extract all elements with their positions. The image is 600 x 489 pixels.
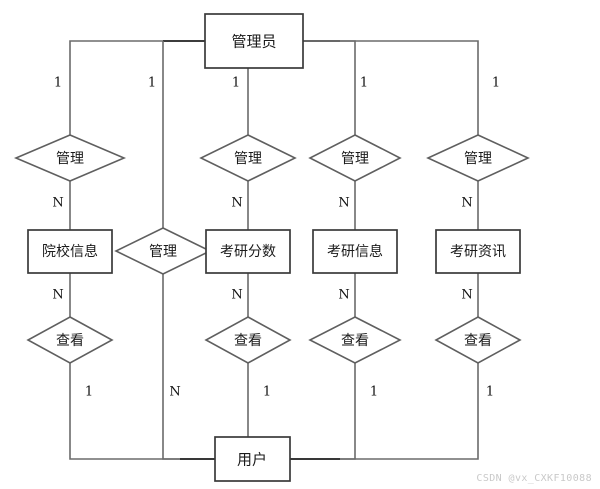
relationship-view-3-diamond — [308, 316, 402, 364]
relationship-view-4-label: 查看 — [464, 333, 492, 349]
entity-admin-label: 管理员 — [231, 33, 276, 51]
connector-view3-to-user — [290, 363, 356, 460]
relationship-view-4[interactable]: 查看 — [434, 316, 522, 364]
connector-group-entity-view — [69, 273, 479, 317]
entity-user-box — [214, 436, 291, 482]
cardinality-entity-view-1: N — [52, 288, 63, 303]
cardinality-admin-4: 1 — [360, 76, 368, 91]
cardinality-admin-3: 1 — [232, 76, 240, 91]
connector-manage-mid-to-user — [162, 273, 215, 460]
cardinality-manage-entity-4: N — [461, 196, 472, 211]
entity-record-2-box — [205, 229, 291, 274]
entity-record-4-box — [435, 229, 521, 274]
entity-record-1-box — [27, 229, 113, 274]
relationship-manage-4[interactable]: 管理 — [426, 134, 530, 182]
cardinality-entity-view-2: N — [231, 288, 242, 303]
cardinality-entity-view-4: N — [461, 288, 472, 303]
relationship-view-3-label: 查看 — [341, 333, 369, 349]
relationship-view-1-label: 查看 — [56, 333, 84, 349]
cardinality-admin-1: 1 — [54, 76, 62, 91]
relationship-view-2[interactable]: 查看 — [204, 316, 292, 364]
entity-record-4[interactable]: 考研资讯 — [435, 229, 521, 274]
cardinality-admin-5: 1 — [492, 76, 500, 91]
relationship-view-4-diamond — [434, 316, 522, 364]
entity-record-1-label: 院校信息 — [42, 243, 98, 260]
relationship-manage-2-diamond — [199, 134, 297, 182]
relationship-view-3[interactable]: 查看 — [308, 316, 402, 364]
relationship-manage-mid-diamond — [114, 227, 212, 275]
relationship-manage-mid[interactable]: 管理 — [114, 227, 212, 275]
entity-record-3[interactable]: 考研信息 — [312, 229, 398, 274]
connector-view4-to-user — [290, 363, 479, 460]
relationship-view-1-diamond — [26, 316, 114, 364]
relationship-manage-3-label: 管理 — [341, 151, 369, 167]
cardinality-view-user-4: 1 — [486, 385, 494, 400]
cardinality-group-admin: 1 1 1 1 1 — [54, 76, 500, 91]
entity-record-4-label: 考研资讯 — [450, 244, 506, 260]
relationship-manage-1-diamond — [13, 134, 127, 182]
entity-record-2[interactable]: 考研分数 — [205, 229, 291, 274]
relationship-manage-1-label: 管理 — [56, 151, 84, 167]
cardinality-group-entity-view: N N N N — [52, 288, 472, 303]
cardinality-view-user-2: 1 — [263, 385, 271, 400]
cardinality-manage-entity-1: N — [52, 196, 63, 211]
entity-admin-box — [204, 13, 304, 69]
relationship-manage-mid-label: 管理 — [149, 244, 177, 260]
entity-record-2-label: 考研分数 — [220, 244, 276, 260]
connector-group-view-user — [69, 273, 479, 460]
connector-group-admin — [69, 40, 479, 228]
relationship-manage-3[interactable]: 管理 — [308, 134, 402, 182]
relationship-view-1[interactable]: 查看 — [26, 316, 114, 364]
cardinality-admin-2: 1 — [148, 76, 156, 91]
cardinality-entity-view-3: N — [338, 288, 349, 303]
entity-admin[interactable]: 管理员 — [204, 13, 304, 69]
relationship-view-2-diamond — [204, 316, 292, 364]
cardinality-manage-entity-2: N — [231, 196, 242, 211]
entity-user[interactable]: 用户 — [214, 436, 291, 482]
relationship-manage-4-diamond — [426, 134, 530, 182]
connector-admin-to-manage-3 — [340, 40, 356, 135]
relationship-manage-2-label: 管理 — [234, 151, 262, 167]
relationship-manage-1[interactable]: 管理 — [13, 134, 127, 182]
watermark-text: CSDN @vx_CXKF10088 — [476, 473, 592, 484]
entity-record-1[interactable]: 院校信息 — [27, 229, 113, 274]
connector-admin-to-manage-1 — [69, 40, 205, 135]
cardinality-group-view-user: 1 N 1 1 1 — [85, 385, 494, 400]
relationship-manage-2[interactable]: 管理 — [199, 134, 297, 182]
cardinality-manage-mid-user: N — [169, 385, 180, 400]
cardinality-view-user-3: 1 — [370, 385, 378, 400]
relationship-manage-4-label: 管理 — [464, 151, 492, 167]
cardinality-group-manage-entity: N N N N — [52, 196, 472, 211]
entity-record-3-box — [312, 229, 398, 274]
relationship-manage-3-diamond — [308, 134, 402, 182]
connector-admin-to-manage-4 — [303, 40, 479, 135]
connector-view1-to-user — [69, 363, 215, 460]
relationship-view-2-label: 查看 — [234, 333, 262, 349]
entity-user-label: 用户 — [237, 451, 267, 469]
cardinality-view-user-1: 1 — [85, 385, 93, 400]
entity-record-3-label: 考研信息 — [327, 243, 383, 260]
cardinality-manage-entity-3: N — [338, 196, 349, 211]
connector-group-manage-entity — [69, 181, 479, 230]
